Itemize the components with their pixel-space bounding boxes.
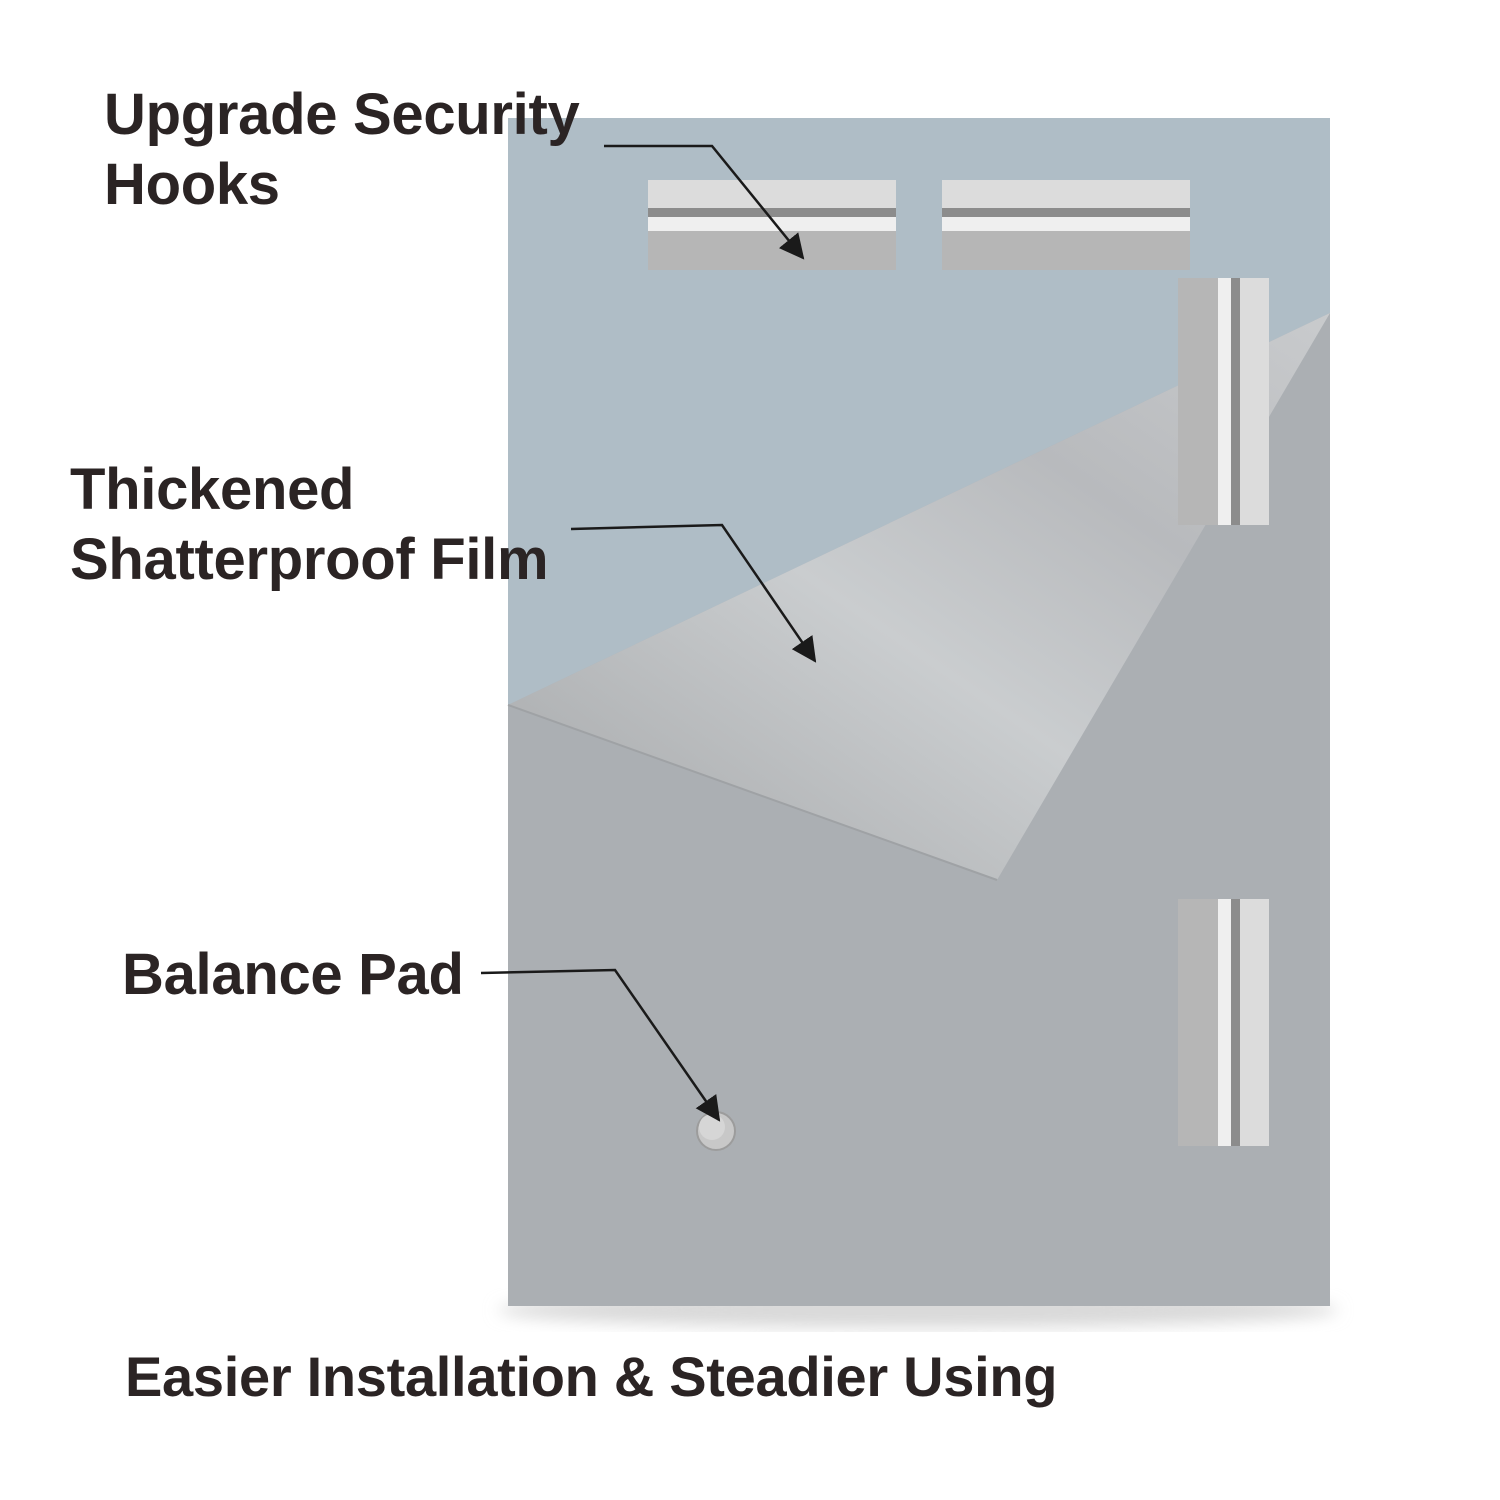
hooks-leader-line xyxy=(604,144,805,260)
film-leader-line xyxy=(570,523,817,663)
shatterproof-film xyxy=(508,313,1330,880)
film-edge-highlight xyxy=(507,704,998,881)
label-balance-pad: Balance Pad xyxy=(122,942,464,1007)
security-hook-right-lower xyxy=(1178,899,1269,1146)
security-hook-right-upper xyxy=(1178,278,1269,525)
label-shatterproof-film: Thickened Shatterproof Film xyxy=(70,455,549,595)
security-hook-top-right xyxy=(942,180,1190,270)
label-security-hooks: Upgrade Security Hooks xyxy=(104,80,580,220)
label-security-hooks-line2: Hooks xyxy=(104,152,280,217)
label-shatterproof-film-line1: Thickened xyxy=(70,457,355,522)
label-shatterproof-film-line2: Shatterproof Film xyxy=(70,527,549,592)
security-hook-top-left xyxy=(648,180,896,270)
pad-leader-line xyxy=(480,968,721,1122)
label-security-hooks-line1: Upgrade Security xyxy=(104,82,580,147)
caption: Easier Installation & Steadier Using xyxy=(125,1345,1058,1408)
